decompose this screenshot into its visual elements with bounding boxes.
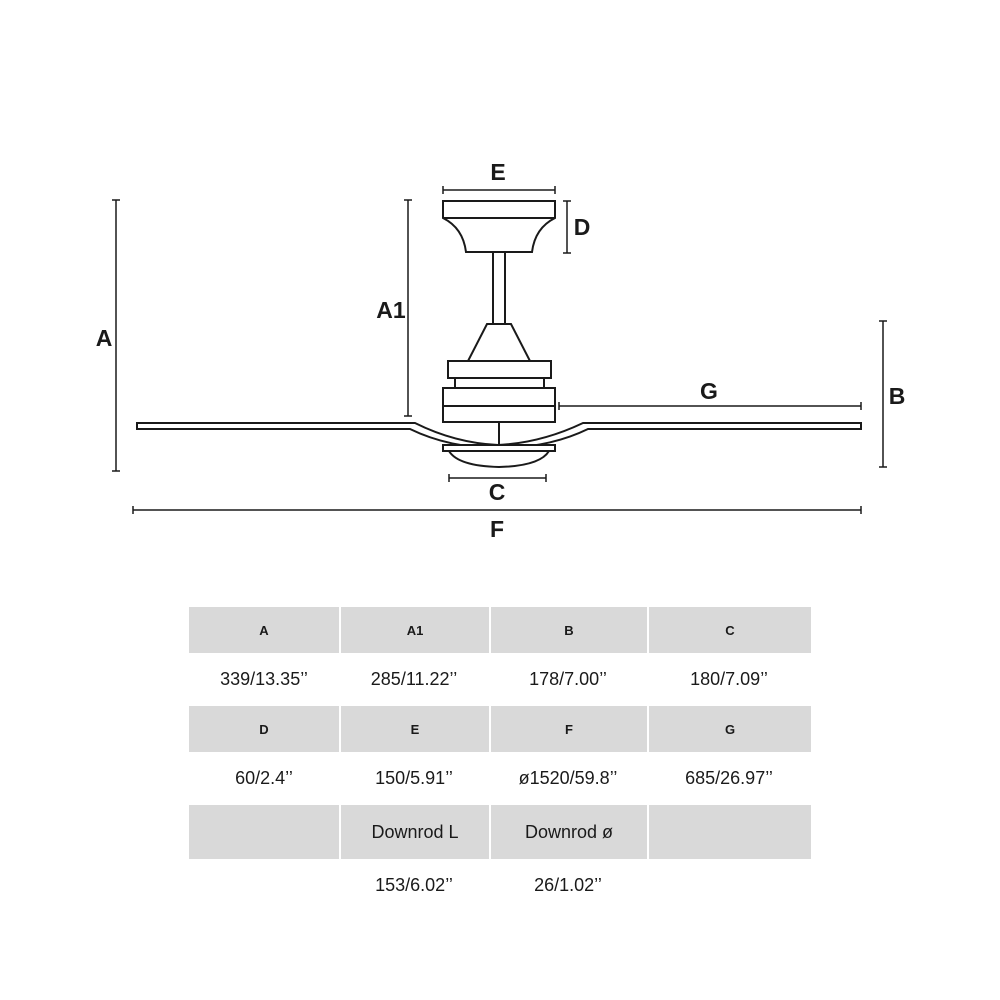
- value-cell-c: 180/7.09’’: [647, 653, 811, 706]
- header-cell-a1: A1: [339, 607, 489, 653]
- dimension-line-b: [879, 320, 887, 468]
- dimension-label-a: A: [96, 325, 113, 351]
- header-cell-a: A: [189, 607, 339, 653]
- dimension-label-g: G: [700, 378, 718, 404]
- dimensions-table: A A1 B C 339/13.35’’ 285/11.22’’ 178/7.0…: [189, 607, 811, 912]
- motor-top-ring: [447, 360, 552, 379]
- header-cell-f: F: [489, 706, 647, 752]
- dimension-label-d: D: [574, 214, 591, 240]
- dimension-line-d: [563, 200, 571, 254]
- header-cell-empty: [189, 805, 339, 859]
- dimension-line-a1: [404, 199, 412, 417]
- value-cell-d: 60/2.4’’: [189, 752, 339, 805]
- value-cell-empty: [647, 859, 811, 912]
- value-cell-b: 178/7.00’’: [489, 653, 647, 706]
- value-cell-empty: [189, 859, 339, 912]
- dimension-label-a1: A1: [376, 297, 406, 323]
- value-cell-a1: 285/11.22’’: [339, 653, 489, 706]
- table-value-row: 153/6.02’’ 26/1.02’’: [189, 859, 811, 912]
- table-header-row: Downrod L Downrod ø: [189, 805, 811, 859]
- table-value-row: 339/13.35’’ 285/11.22’’ 178/7.00’’ 180/7…: [189, 653, 811, 706]
- light-dome: [447, 450, 551, 469]
- table-header-row: A A1 B C: [189, 607, 811, 653]
- dimension-label-f: F: [490, 516, 504, 542]
- header-cell-e: E: [339, 706, 489, 752]
- motor-collar: [466, 323, 532, 362]
- value-cell-g: 685/26.97’’: [647, 752, 811, 805]
- motor-body-upper: [442, 387, 556, 407]
- value-cell-f: ø1520/59.8’’: [489, 752, 647, 805]
- motor-mid-ring: [454, 377, 545, 389]
- canopy: [442, 200, 556, 253]
- value-cell-downrod-length: 153/6.02’’: [339, 859, 489, 912]
- header-cell-b: B: [489, 607, 647, 653]
- header-cell-downrod-length: Downrod L: [339, 805, 489, 859]
- dimension-label-c: C: [489, 479, 506, 505]
- dimension-label-b: B: [889, 383, 906, 409]
- dimension-line-g: [558, 402, 862, 410]
- dimension-line-f: [132, 506, 862, 514]
- header-cell-downrod-diameter: Downrod ø: [489, 805, 647, 859]
- table-header-row: D E F G: [189, 706, 811, 752]
- motor-body-lower: [442, 405, 556, 423]
- dimension-label-e: E: [490, 159, 505, 185]
- fan-dimension-diagram: A A1 B C D E F G: [96, 159, 906, 542]
- table-value-row: 60/2.4’’ 150/5.91’’ ø1520/59.8’’ 685/26.…: [189, 752, 811, 805]
- dimension-line-c: [448, 474, 547, 482]
- dimension-line-a: [112, 199, 120, 472]
- value-cell-a: 339/13.35’’: [189, 653, 339, 706]
- value-cell-e: 150/5.91’’: [339, 752, 489, 805]
- downrod: [492, 251, 506, 325]
- value-cell-downrod-diameter: 26/1.02’’: [489, 859, 647, 912]
- header-cell-c: C: [647, 607, 811, 653]
- header-cell-g: G: [647, 706, 811, 752]
- dimension-line-e: [442, 186, 556, 194]
- header-cell-d: D: [189, 706, 339, 752]
- header-cell-empty: [647, 805, 811, 859]
